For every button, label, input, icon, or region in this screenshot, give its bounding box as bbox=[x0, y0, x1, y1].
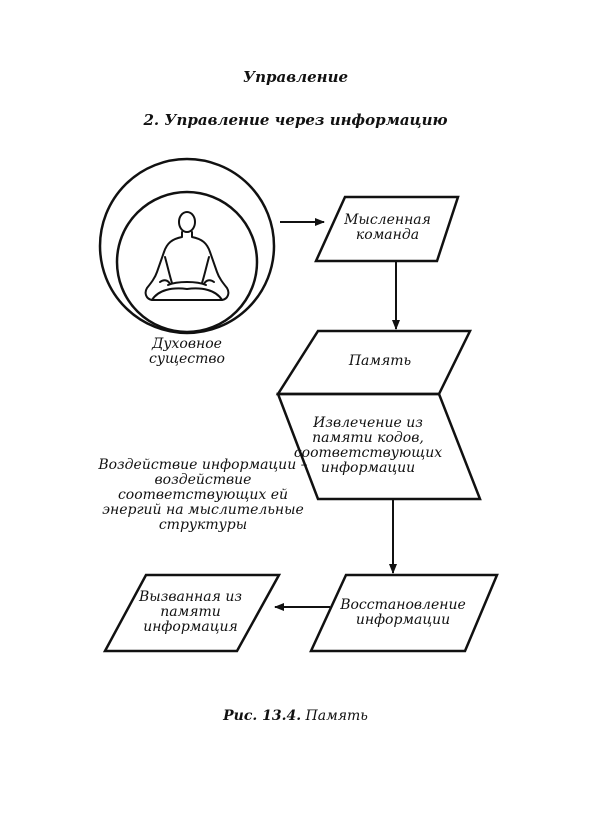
extraction-label: Извлечение из памяти кодов, соответствую… bbox=[293, 415, 443, 476]
influence-note: Воздействие информации – воздействие соо… bbox=[98, 457, 308, 533]
restoration-label: Восстановление информации bbox=[340, 597, 466, 628]
figure-caption: Рис. 13.4. Память bbox=[0, 708, 591, 724]
meditating-figure-icon bbox=[144, 211, 230, 301]
memory-label: Память bbox=[348, 353, 412, 369]
mental-command-box bbox=[314, 195, 460, 263]
figure-title: Память bbox=[305, 708, 368, 724]
page-title: Управление bbox=[242, 68, 349, 86]
figure-number: Рис. 13.4. bbox=[223, 708, 302, 724]
extraction-box bbox=[276, 392, 482, 501]
mental-command-label: Мысленная команда bbox=[344, 212, 431, 243]
restoration-box bbox=[309, 573, 499, 653]
recalled-info-label: Вызванная из памяти информация bbox=[139, 589, 242, 635]
spiritual-being-label: Духовное существо bbox=[149, 336, 225, 367]
section-title: 2. Управление через информацию bbox=[143, 111, 448, 129]
recalled-info-box bbox=[102, 573, 282, 653]
spiritual-being-icon bbox=[98, 157, 276, 335]
